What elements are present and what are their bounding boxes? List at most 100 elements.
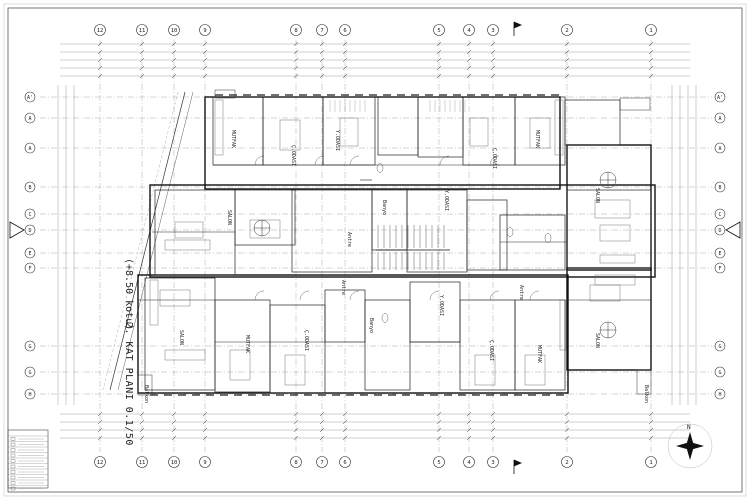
room-label-salon-1: SALON: [226, 210, 232, 225]
grid-bubble-F: [24, 262, 36, 274]
grid-number-label: 11: [139, 28, 146, 34]
grid-letter-label: A': [27, 95, 33, 101]
section-marker-bottom-icon: [513, 459, 523, 474]
grid-bubble-3: [487, 456, 499, 468]
grid-bubble-9: [199, 456, 211, 468]
grid-number-label: 4: [467, 460, 471, 466]
grid-letter-label: G: [28, 370, 31, 376]
grid-number-label: 11: [139, 460, 146, 466]
grid-number-label: 10: [171, 28, 178, 34]
grid-bubble-A': [24, 91, 36, 103]
grid-bubble-3: [487, 24, 499, 36]
plan-elevation: (+8.50 kotu): [123, 258, 134, 330]
room-label-balkon-2: Balkon: [643, 385, 649, 403]
grid-bubble-H: [714, 388, 726, 400]
grid-bubble-D: [24, 224, 36, 236]
grid-bubble-C: [24, 208, 36, 220]
room-label-cocuk-2: Ç.ODASI: [491, 148, 497, 169]
room-label-yodasi-2: Y.ODASI: [443, 190, 449, 211]
grid-bubble-8: [290, 456, 302, 468]
grid-letter-label: A: [718, 116, 721, 122]
grid-bubble-2: [561, 24, 573, 36]
grid-bubble-E: [24, 247, 36, 259]
grid-bubble-7: [316, 456, 328, 468]
room-label-yodasi-3: Y.ODASI: [438, 295, 444, 316]
room-label-antre-1: Antre: [346, 232, 352, 247]
grid-number-label: 8: [294, 28, 297, 34]
room-labels: MUTFAKÇ.ODASIY.ODASIÇ.ODASIMUTFAKSALONSA…: [143, 130, 649, 403]
dimension-lines: [57, 41, 697, 441]
grid-bubble-10: [168, 24, 180, 36]
room-label-banyo-1: Banyo: [381, 200, 387, 215]
grid-number-label: 2: [565, 28, 568, 34]
grid-letter-label: G: [718, 344, 721, 350]
grid-bubble-A: [714, 112, 726, 124]
legend-table: [7, 429, 49, 491]
walls: [137, 89, 656, 396]
grid-number-label: 9: [203, 460, 206, 466]
grid-bubble-6: [339, 456, 351, 468]
grid-bubble-10: [168, 456, 180, 468]
grid-bubble-G: [714, 340, 726, 352]
grid-number-label: 2: [565, 460, 568, 466]
grid-number-label: 10: [171, 460, 178, 466]
grid-number-label: 1: [649, 28, 652, 34]
grid-bubble-7: [316, 24, 328, 36]
grid-letter-label: E: [28, 251, 31, 257]
grid-letter-label: G: [718, 370, 721, 376]
grid-letter-label: D: [28, 228, 31, 234]
grid-number-label: 3: [491, 460, 494, 466]
grid-letter-label: F: [718, 266, 721, 272]
room-label-antre-3: Antre: [518, 285, 524, 300]
grid-letter-label: A': [717, 95, 723, 101]
grid-bubble-4: [463, 456, 475, 468]
grid-bubble-G: [714, 366, 726, 378]
room-label-balkon-1: Balkon: [143, 385, 149, 403]
grid-number-label: 12: [97, 28, 104, 34]
room-label-antre-2: Antre: [340, 280, 346, 295]
grid-bubble-A: [24, 142, 36, 154]
grid-bubble-2: [561, 456, 573, 468]
grid-bubble-C: [714, 208, 726, 220]
grid-letter-label: A: [28, 146, 31, 152]
grid-number-label: 9: [203, 28, 206, 34]
grid-bubble-11: [136, 456, 148, 468]
room-label-yodasi-1: Y.ODASI: [334, 130, 340, 151]
grid-number-label: 6: [343, 28, 346, 34]
grid-letter-label: D: [718, 228, 721, 234]
grid-number-label: 7: [320, 460, 323, 466]
grid-letter-label: A: [718, 146, 721, 152]
grid-number-label: 12: [97, 460, 104, 466]
room-label-salon-3: SALON: [178, 330, 184, 345]
grid-letter-label: A: [28, 116, 31, 122]
grid-bubble-D: [714, 224, 726, 236]
grid-number-label: 5: [437, 28, 440, 34]
section-marker-right-icon: [725, 221, 741, 239]
grid-bubble-1: [645, 456, 657, 468]
grid-bubble-8: [290, 24, 302, 36]
grid-bubble-1: [645, 24, 657, 36]
grid-letter-label: G: [28, 344, 31, 350]
room-label-mutfak-3: MUTFAK: [244, 335, 250, 353]
grid-bubble-5: [433, 456, 445, 468]
grid-bubble-B: [714, 181, 726, 193]
grid-bubble-A: [24, 112, 36, 124]
grid-number-label: 1: [649, 460, 652, 466]
room-label-salon-2: SALON: [594, 188, 600, 203]
section-marker-left-icon: [9, 221, 25, 239]
north-arrow-icon: N: [667, 423, 713, 469]
room-label-cocuk-4: Ç.ODASI: [488, 340, 494, 361]
room-label-cocuk-1: Ç.ODASI: [290, 145, 296, 166]
grid-bubble-12: [94, 456, 106, 468]
grid-bubble-A': [714, 91, 726, 103]
section-marker-top-icon: [513, 21, 523, 36]
grid-bubble-G: [24, 340, 36, 352]
north-label: N: [687, 424, 691, 431]
grid-bubble-E: [714, 247, 726, 259]
grid-number-label: 5: [437, 460, 440, 466]
grid-bubble-6: [339, 24, 351, 36]
grid-number-label: 7: [320, 28, 323, 34]
